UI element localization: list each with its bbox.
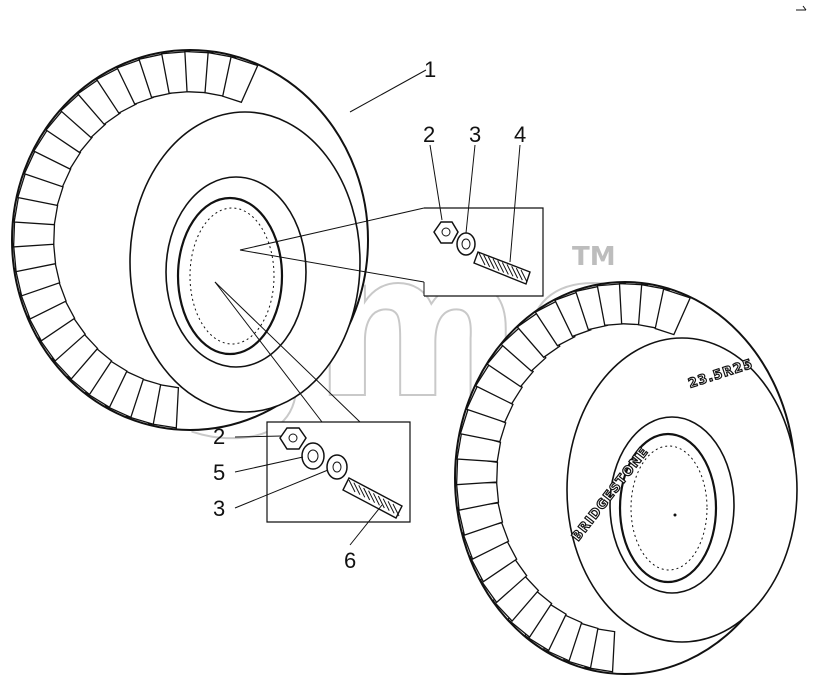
detail-leader-upper-1 [239,207,425,251]
callout-6: 6 [344,548,356,573]
stud-thread [520,269,528,283]
hardware-detail-upper [239,207,544,297]
stud-thread [348,479,356,493]
stud-thread [506,264,514,277]
stud-thread [497,260,505,273]
callout-5: 5 [213,460,225,485]
callout-2-upper: 2 [423,122,435,147]
nut-lower [279,427,307,450]
stud-thread [387,501,395,514]
callout-leaders [234,69,521,546]
tread-block [221,56,259,104]
tire-2-valve [673,513,677,517]
tire-2-tread-blocks [455,282,692,673]
detail-leader-lower-2 [214,281,361,423]
detail-leader-lower-1 [214,281,323,423]
washer-lower-3 [326,454,348,480]
stud-thread [501,262,509,275]
stud-thread [363,487,371,501]
tire-1-left [11,49,369,431]
callout-2-lower: 2 [213,424,225,449]
tire-1-tread-blocks [12,50,259,429]
stud-thread [368,490,376,503]
callout-4: 4 [514,122,526,147]
callout-1: 1 [424,57,436,82]
callout-labels: 1 2 3 4 2 5 3 6 [213,57,526,573]
tire-2-right: BRIDGESTONE 23.5R25 [454,281,798,675]
watermark-trademark: TM [572,242,616,272]
tire-2-rim-inner [618,432,718,584]
hardware-detail-lower [214,281,411,523]
washer-upper [456,232,476,256]
stud-thread [392,503,400,517]
tire-1-rim-inner [176,196,284,356]
tread-block [654,288,692,336]
stud-thread [358,485,366,498]
nut-upper [433,221,459,244]
callout-3-upper: 3 [469,122,481,147]
stud-thread [515,267,523,281]
stud-thread [492,258,500,271]
detail-leader-upper-3 [239,249,425,283]
stud-lower [342,477,403,519]
washer-lower-5 [301,442,325,470]
tire-2-bolt-ring [630,445,708,571]
stud-thread [382,498,390,511]
stud-thread [372,493,380,506]
stud-thread [377,495,385,509]
stud-thread [353,482,361,495]
stud-thread [478,252,486,266]
callout-3-lower: 3 [213,496,225,521]
stud-upper [473,251,531,285]
tire-1-bolt-ring [189,207,275,345]
stud-thread [483,254,491,268]
stud-thread [511,265,519,279]
corner-mark [796,5,807,11]
stud-thread [487,256,495,270]
